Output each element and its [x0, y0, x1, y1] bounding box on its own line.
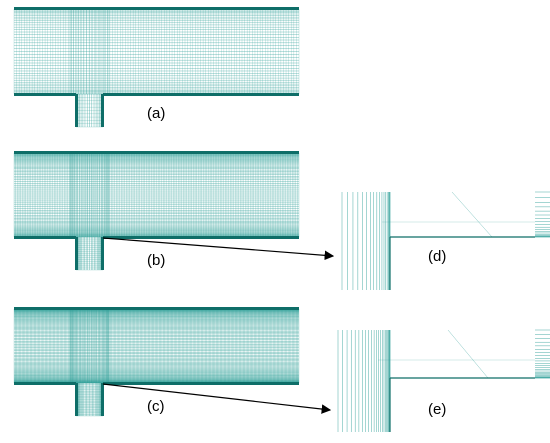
mesh-panel-a: [13, 7, 300, 128]
mesh-panel-c: [13, 307, 300, 417]
mesh-panel-b: [13, 151, 300, 271]
panel-label-e: (e): [428, 401, 447, 418]
panel-label-c: (c): [147, 398, 165, 415]
arrow-c-to-e: [102, 383, 332, 414]
zoom-panel-e: [337, 329, 550, 433]
panel-label-a: (a): [147, 105, 166, 122]
arrow-b-to-d: [102, 237, 335, 261]
zoom-panel-d: [341, 191, 550, 291]
panel-label-d: (d): [428, 248, 447, 265]
panel-label-b: (b): [147, 252, 166, 269]
